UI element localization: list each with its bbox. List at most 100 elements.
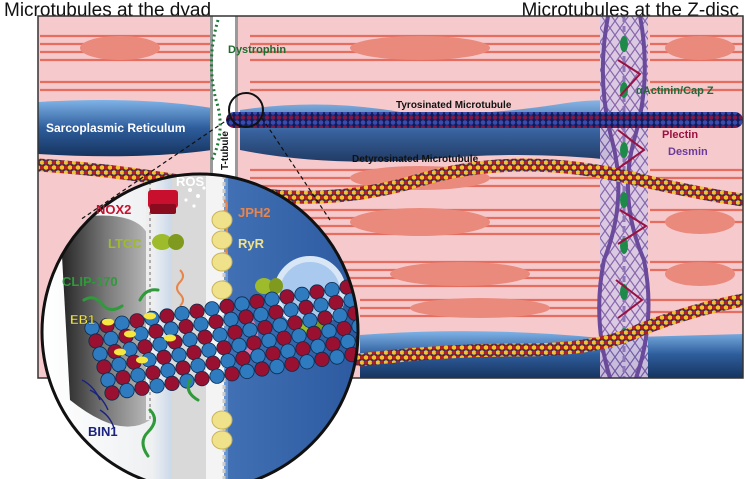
tubulin-subunit: [96, 359, 112, 375]
label-bin1: BIN1: [88, 424, 118, 439]
label-desmin: Desmin: [668, 146, 708, 158]
label-clip170: CLIP-170: [62, 274, 118, 289]
tubulin-subunit: [265, 345, 281, 362]
tubulin-subunit: [253, 306, 269, 323]
tubulin-subunit: [156, 349, 172, 365]
label-tyrosinated-microtubule: Tyrosinated Microtubule: [396, 100, 512, 111]
tubulin-subunit: [114, 315, 130, 331]
tubulin-subunit: [287, 315, 303, 331]
eb1-protein: [144, 312, 156, 320]
tubulin-subunit: [276, 330, 292, 346]
tubulin-subunit: [145, 365, 161, 381]
tubulin-subunit: [328, 294, 344, 311]
label-eb1: EB1: [70, 312, 95, 327]
tubulin-subunit: [115, 369, 131, 386]
label-ltcc: LTCC: [108, 236, 142, 251]
tubulin-subunit: [235, 350, 251, 366]
tubulin-subunit: [314, 351, 330, 367]
tubulin-subunit: [238, 309, 254, 325]
dyad-zoom-circle: [228, 92, 264, 128]
eb1-protein: [102, 318, 114, 326]
ryr-channels: [211, 210, 233, 450]
tubulin-subunit: [242, 322, 258, 338]
tubulin-subunit: [250, 348, 266, 364]
tubulin-subunit: [306, 325, 322, 341]
tubulin-subunit: [178, 318, 194, 335]
tubulin-subunit: [134, 380, 150, 396]
tubulin-subunit: [279, 289, 295, 305]
tubulin-subunit: [257, 319, 273, 336]
eb1-protein: [114, 348, 126, 356]
ros-particles: [184, 186, 206, 208]
dyad-inset: [40, 172, 360, 479]
tubulin-subunit: [204, 301, 220, 317]
tubulin-subunit: [224, 366, 240, 382]
tubulin-subunit: [329, 349, 345, 365]
label-nox2: NOX2: [96, 202, 131, 217]
tubulin-subunit: [269, 358, 285, 375]
tubulin-subunit: [88, 333, 104, 349]
dystrophin-chain: [210, 19, 222, 161]
tubulin-subunit: [92, 346, 108, 362]
tubulin-subunit: [130, 367, 146, 383]
eb1-protein: [164, 334, 176, 342]
tubulin-subunit: [194, 370, 210, 387]
tubulin-subunit: [340, 333, 356, 350]
label-ryr: RyR: [238, 236, 265, 251]
tyrosinated-microtubule: [226, 112, 743, 128]
sarcoplasmic-reticulum: [38, 100, 212, 157]
tubulin-subunit: [355, 331, 358, 347]
tubulin-subunit: [189, 303, 205, 319]
bin1-curves: [81, 379, 115, 429]
tubulin-subunit: [284, 356, 300, 372]
tubulin-subunit: [299, 354, 315, 370]
tubulin-subunit: [254, 361, 270, 377]
tubulin-subunit: [103, 330, 119, 347]
tubulin-subunit: [280, 343, 296, 359]
tubulin-subunit: [205, 355, 221, 371]
tubulin-subunit: [164, 375, 180, 391]
detyrosinated-microtubule-lower: [353, 293, 743, 367]
label-dystrophin: Dystrophin: [228, 44, 286, 56]
tubulin-subunit: [325, 336, 341, 352]
ltcc-channel: [152, 234, 184, 250]
tubulin-subunit: [190, 357, 206, 374]
tubulin-subunit: [321, 323, 337, 339]
tubulin-subunit: [182, 331, 198, 348]
tubulin-subunit: [332, 307, 348, 324]
tubulin-subunit: [104, 385, 120, 401]
tubulin-subunit: [239, 363, 255, 379]
tubulin-subunit: [193, 316, 209, 332]
tubulin-subunit: [272, 317, 288, 333]
tubulin-subunit: [336, 320, 352, 337]
tubulin-subunit: [295, 341, 311, 357]
tubulin-subunit: [163, 321, 179, 337]
tubulin-subunit: [219, 298, 235, 314]
tubulin-subunit: [171, 347, 187, 363]
tubulin-subunit: [294, 286, 310, 302]
tubulin-subunit: [100, 372, 116, 388]
tubulin-subunit: [197, 329, 213, 345]
tubulin-subunit: [310, 338, 326, 354]
label-jph2: JPH2: [238, 205, 271, 220]
label-sarcoplasmic-reticulum: Sarcoplasmic Reticulum: [46, 121, 185, 135]
tubulin-subunit: [148, 323, 164, 339]
tubulin-subunit: [201, 342, 217, 358]
label-t-tubule: T-tubule: [220, 131, 231, 170]
tubulin-subunit: [351, 318, 358, 334]
clip170-strands: [82, 288, 200, 458]
tubulin-subunit: [291, 328, 307, 344]
tubulin-subunit: [298, 299, 314, 315]
tubulin-subunit: [159, 308, 175, 324]
tubulin-lattice: [84, 277, 358, 401]
tubulin-subunit: [317, 310, 333, 326]
plectin-links: [615, 59, 648, 319]
tubulin-subunit: [137, 339, 153, 355]
tubulin-subunit: [209, 368, 225, 384]
tubulin-subunit: [261, 332, 277, 349]
tubulin-subunit: [313, 297, 329, 313]
tubulin-subunit: [129, 313, 145, 329]
label-detyrosinated-microtubule: Detyrosinated Microtubule: [352, 154, 479, 165]
tubulin-subunit: [216, 340, 232, 356]
